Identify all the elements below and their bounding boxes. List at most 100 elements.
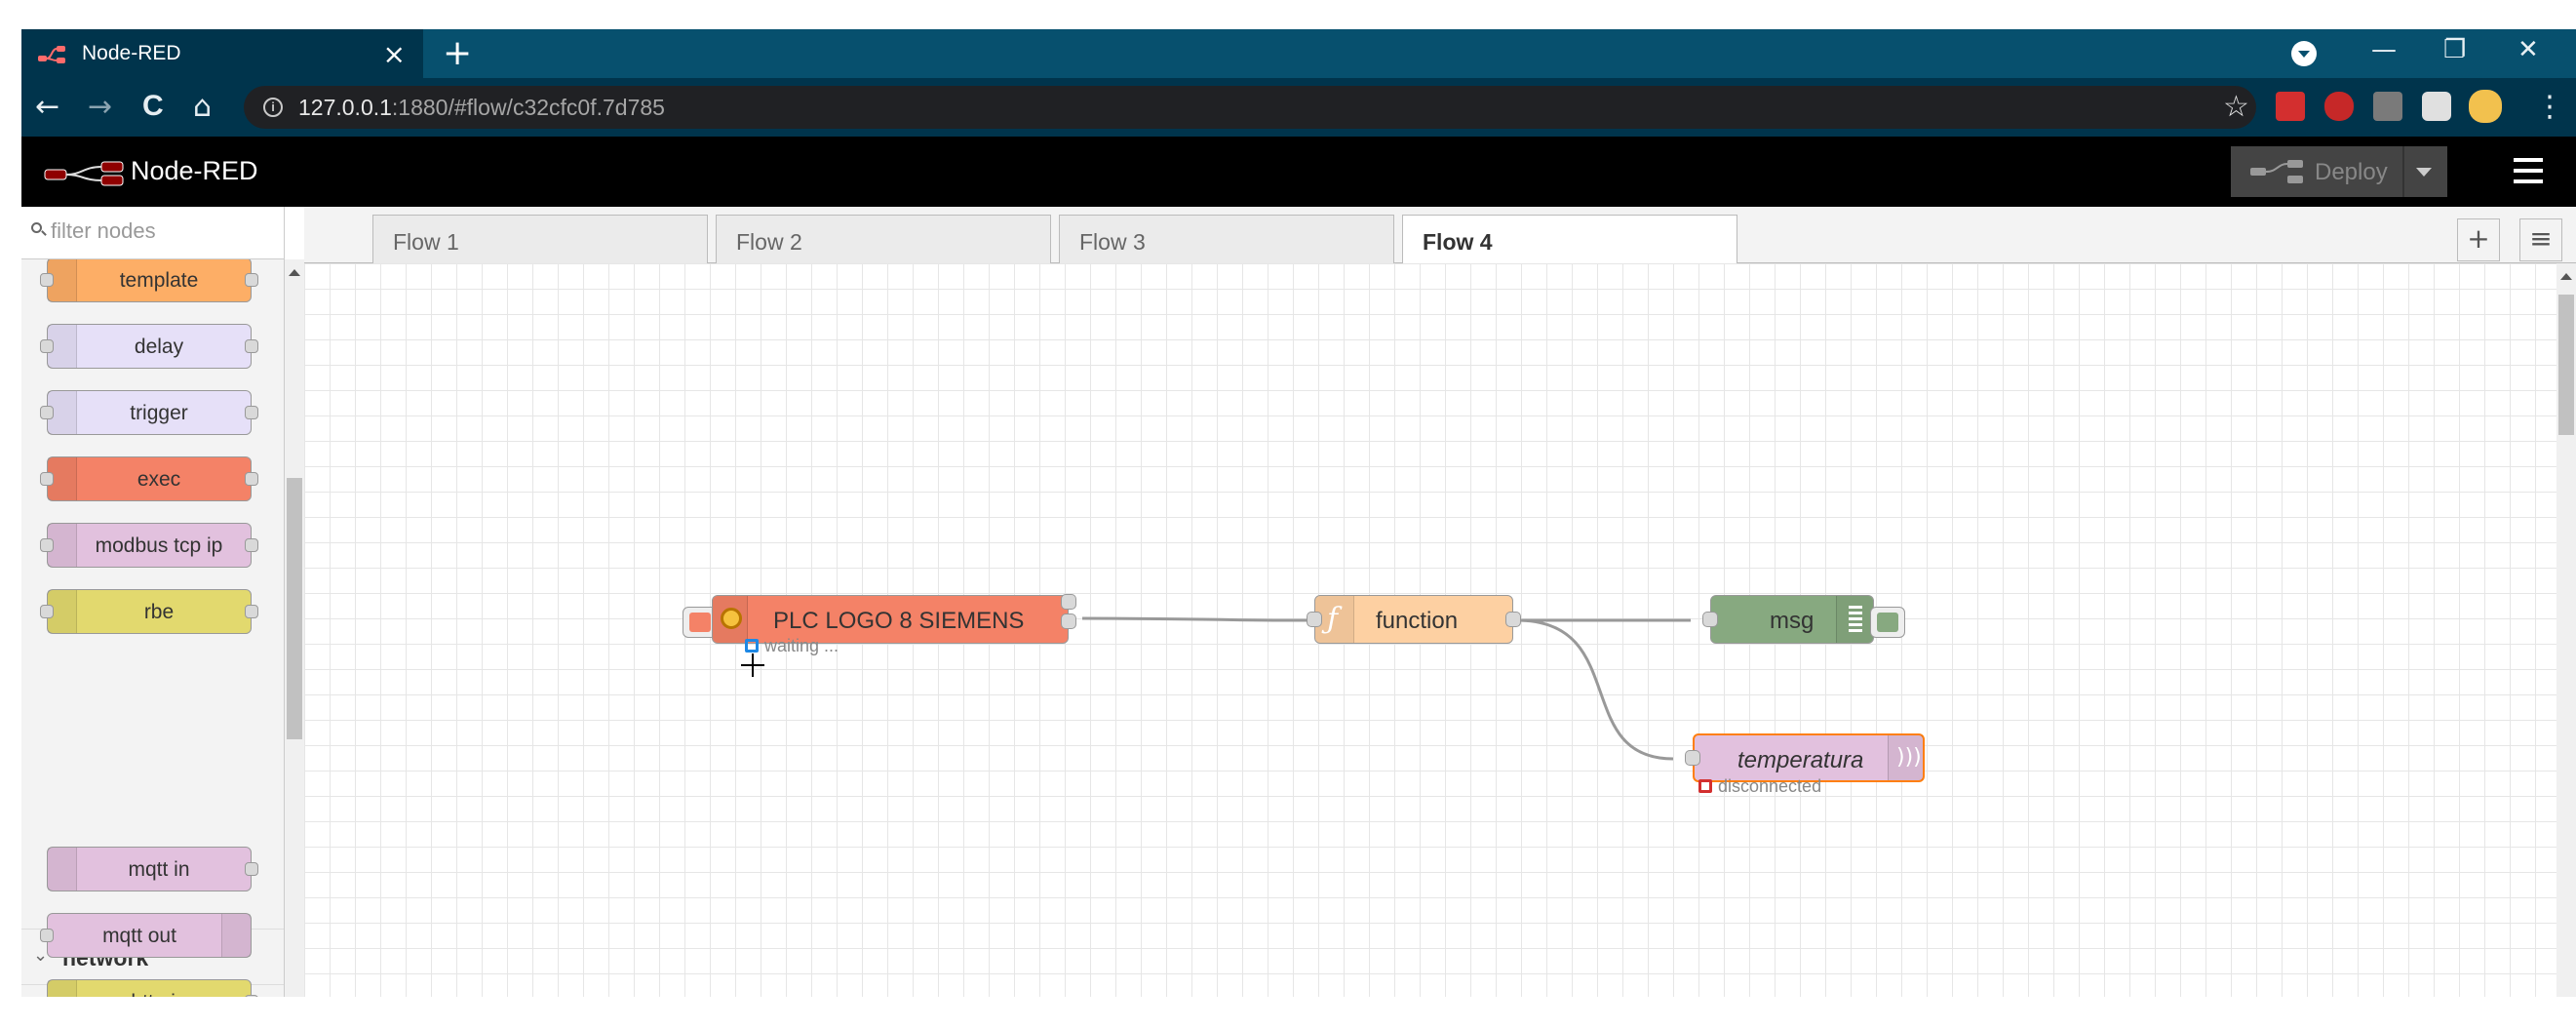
output-port xyxy=(245,339,258,353)
wire-function-to-temperatura xyxy=(1516,618,1674,761)
palette-node-rbe[interactable]: rbe xyxy=(40,589,258,634)
palette-node-label: template xyxy=(119,269,199,292)
input-port xyxy=(40,273,54,287)
input-port xyxy=(40,538,54,552)
main-menu-hamburger-icon[interactable] xyxy=(2514,158,2543,183)
scroll-up-icon[interactable] xyxy=(2560,273,2572,280)
plc-status: waiting ... xyxy=(745,636,839,656)
flow-canvas[interactable]: PLC LOGO 8 SIEMENS waiting ... ƒ functio… xyxy=(304,263,2556,997)
puzzle-extensions-icon[interactable] xyxy=(2422,92,2451,121)
palette-scrollbar[interactable] xyxy=(285,259,304,997)
scroll-up-icon[interactable] xyxy=(289,269,300,276)
palette-node-mqtt-in[interactable]: mqtt in xyxy=(47,847,258,891)
close-window-button[interactable]: ✕ xyxy=(2517,35,2539,64)
tab-flow-2[interactable]: Flow 2 xyxy=(716,215,1051,264)
mqtt-in-icon xyxy=(48,848,77,890)
mqtt-out-icon xyxy=(221,914,251,957)
wire-plc-to-function xyxy=(1081,616,1309,622)
input-port[interactable] xyxy=(1307,612,1322,627)
filter-nodes-input[interactable]: filter nodes xyxy=(51,218,156,243)
delay-icon xyxy=(48,325,77,368)
palette-node-trigger[interactable]: trigger xyxy=(40,390,258,435)
pdf-icon[interactable] xyxy=(2276,92,2305,121)
node-msg-debug[interactable]: msg xyxy=(1702,595,1874,644)
debug-list-icon xyxy=(1849,606,1862,633)
output-port xyxy=(245,605,258,618)
restore-button[interactable]: ❐ xyxy=(2443,35,2467,64)
input-port[interactable] xyxy=(1702,612,1718,627)
plc-node-icon-area xyxy=(713,596,748,643)
forward-button[interactable]: → xyxy=(88,90,113,124)
deploy-icon xyxy=(2250,160,2303,183)
canvas-scroll-thumb[interactable] xyxy=(2558,295,2574,435)
canvas-scrollbar[interactable] xyxy=(2556,263,2576,997)
input-port xyxy=(40,406,54,419)
palette-node-label: delay xyxy=(134,336,184,358)
bookmark-star-icon[interactable]: ☆ xyxy=(2223,90,2249,124)
input-port[interactable] xyxy=(1685,750,1700,766)
search-icon xyxy=(31,222,42,233)
palette-node-modbus-tcp-ip[interactable]: modbus tcp ip xyxy=(40,523,258,568)
output-port xyxy=(245,538,258,552)
node-label: PLC LOGO 8 SIEMENS xyxy=(773,608,1025,634)
palette-node-mqtt-out[interactable]: mqtt out xyxy=(40,913,252,958)
output-port xyxy=(245,995,258,997)
new-tab-button[interactable]: + xyxy=(443,33,473,73)
http-in-icon xyxy=(48,980,77,997)
output-port[interactable] xyxy=(1505,612,1521,627)
plc-status-text: waiting ... xyxy=(764,636,839,655)
input-port xyxy=(40,339,54,353)
profile-avatar-icon[interactable] xyxy=(2469,90,2502,123)
workspace-tabs: Flow 1 Flow 2 Flow 3 Flow 4 + ≡ xyxy=(304,207,2576,265)
node-function[interactable]: ƒ function xyxy=(1307,595,1521,644)
output-port-1[interactable] xyxy=(1061,594,1076,610)
node-plc-logo-8-siemens[interactable]: PLC LOGO 8 SIEMENS xyxy=(712,594,1076,644)
browser-menu-icon[interactable]: ⋮ xyxy=(2535,90,2564,124)
add-flow-button[interactable]: + xyxy=(2457,218,2500,261)
palette-node-label: mqtt out xyxy=(102,925,176,947)
input-port xyxy=(40,929,54,942)
output-port-2[interactable] xyxy=(1061,613,1076,629)
palette-node-label: rbe xyxy=(143,601,175,623)
node-red-logo-icon xyxy=(44,161,124,186)
palette-node-template[interactable]: template xyxy=(40,257,258,302)
deploy-button[interactable]: Deploy xyxy=(2231,146,2447,197)
browser-toolbar: ← → C ⌂ i 127.0.0.1:1880/#flow/c32cfc0f.… xyxy=(21,78,2576,137)
palette-scroll-thumb[interactable] xyxy=(287,478,302,739)
bridge-icon: ))) xyxy=(1896,745,1922,770)
debug-toggle-button[interactable] xyxy=(1870,607,1905,638)
home-button[interactable]: ⌂ xyxy=(193,90,213,124)
input-port xyxy=(40,605,54,618)
palette-node-delay[interactable]: delay xyxy=(40,324,258,369)
debug-icon-area xyxy=(1836,596,1873,643)
tab-flow-3[interactable]: Flow 3 xyxy=(1059,215,1394,264)
deploy-menu-chevron-icon[interactable] xyxy=(2416,168,2432,177)
back-button[interactable]: ← xyxy=(35,90,60,124)
site-info-icon[interactable]: i xyxy=(263,98,283,117)
tab-flow-1[interactable]: Flow 1 xyxy=(372,215,708,264)
filter-nodes-bar[interactable]: filter nodes xyxy=(21,207,284,259)
list-flows-icon[interactable]: ≡ xyxy=(2519,218,2562,261)
browser-tab-node-red[interactable]: Node-RED × xyxy=(21,29,423,78)
node-temperatura-mqtt-out[interactable]: temperatura ))) xyxy=(1685,733,1925,782)
reload-button[interactable]: C xyxy=(142,90,164,122)
ublock-icon[interactable] xyxy=(2324,92,2354,121)
palette-node-label: trigger xyxy=(130,402,188,424)
temperatura-status-text: disconnected xyxy=(1718,776,1822,796)
palette-node-exec[interactable]: exec xyxy=(40,456,258,501)
help-extension-icon[interactable] xyxy=(2373,92,2402,121)
minimize-button[interactable]: — xyxy=(2371,35,2397,64)
palette-node-label: exec xyxy=(137,468,181,491)
mouse-crosshair-icon xyxy=(741,653,764,677)
palette-node-http-in[interactable]: http in xyxy=(47,979,258,997)
deploy-label: Deploy xyxy=(2315,159,2388,185)
node-label: function xyxy=(1376,608,1459,634)
address-bar[interactable]: i 127.0.0.1:1880/#flow/c32cfc0f.7d785 ☆ xyxy=(244,86,2256,129)
tab-flow-4[interactable]: Flow 4 xyxy=(1402,215,1737,265)
output-port xyxy=(245,273,258,287)
url-text[interactable]: 127.0.0.1:1880/#flow/c32cfc0f.7d785 xyxy=(298,95,665,121)
tab-close-icon[interactable]: × xyxy=(382,38,406,70)
tab-search-icon[interactable] xyxy=(2291,41,2317,66)
node-palette: rangetemplatedelaytriggerexecmodbus tcp … xyxy=(21,207,285,997)
